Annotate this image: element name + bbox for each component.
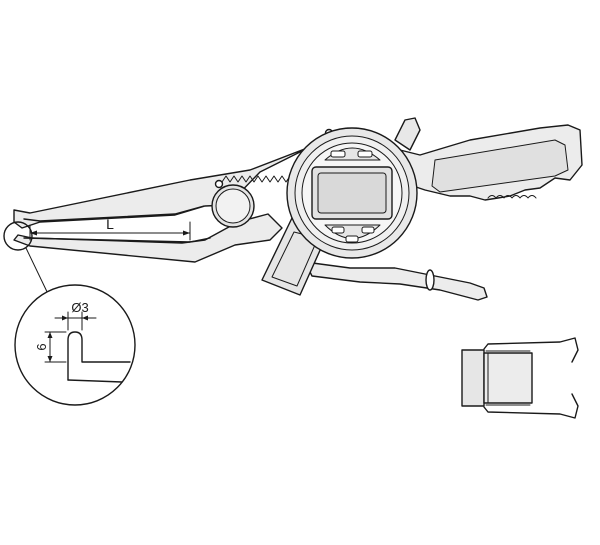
detail-jaw-body	[67, 379, 123, 383]
handle-grip-ridges	[487, 195, 537, 199]
workpiece-end-block	[461, 349, 485, 407]
upper-jaw-inner-edge	[23, 205, 205, 222]
gauge-jaw-lower	[483, 393, 579, 419]
dim-diameter-label: Ø3	[71, 300, 88, 315]
detail-leader-line	[25, 247, 51, 299]
dim-diameter-arrow-left	[62, 315, 68, 321]
top-button-right[interactable]	[357, 150, 373, 158]
pivot-inner	[215, 188, 251, 224]
dim-diameter-arrow-right	[82, 315, 88, 321]
lower-jaw-inner-edge	[23, 237, 211, 243]
bottom-button-right[interactable]	[361, 226, 375, 234]
dimension-l-arrow-left	[30, 230, 37, 236]
detail-marker-circle	[3, 221, 33, 251]
gauge-jaw-upper	[483, 337, 579, 363]
bottom-button-center[interactable]	[345, 235, 359, 243]
dial-lug	[394, 117, 421, 151]
bottom-button-left[interactable]	[331, 226, 345, 234]
trigger-lever	[304, 261, 488, 301]
detail-circle	[14, 284, 136, 406]
dim-height-label: 6	[34, 343, 49, 350]
digital-display-screen	[317, 172, 387, 214]
spring-anchor-left	[214, 179, 224, 189]
workpiece-body	[483, 352, 533, 404]
dimension-l-label: L	[106, 216, 114, 232]
lever-tip-ring	[425, 269, 435, 291]
detail-jaw-tip	[67, 331, 131, 381]
dim-height-arrow-bottom	[47, 356, 53, 362]
top-button-left[interactable]	[330, 150, 346, 158]
dim-height-arrow-top	[47, 332, 53, 338]
handle-grip-panel	[431, 139, 569, 193]
dimension-l-arrow-right	[183, 230, 190, 236]
